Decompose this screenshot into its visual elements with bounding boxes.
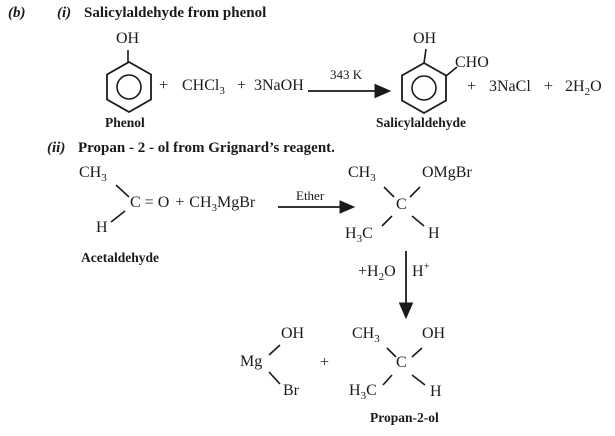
naoh-formula: 3NaOH: [254, 77, 304, 94]
propanol-carbon: C: [396, 354, 407, 371]
salicylaldehyde-oh-group: OH: [413, 30, 437, 47]
grignard-formula: CH3MgBr: [189, 194, 256, 215]
propanol-h3c-bond: [382, 374, 393, 386]
plus-sign: +: [467, 78, 477, 95]
propanol-ch3-group: CH3: [352, 325, 380, 346]
salicylaldehyde-cho-group: CHO: [455, 54, 489, 71]
item-ii-label: (ii): [47, 140, 66, 156]
salicylaldehyde-ring-circle: [411, 75, 437, 101]
nacl-formula: 3NaCl: [489, 78, 531, 95]
propanol-oh-group: OH: [422, 325, 446, 342]
adduct-ch3-group: CH3: [348, 164, 376, 185]
propanol-h-bond: [411, 374, 426, 386]
mg-salt-oh-group: OH: [281, 325, 305, 342]
acetaldehyde-name: Acetaldehyde: [81, 250, 159, 265]
propanol-name: Propan-2-ol: [370, 410, 439, 425]
adduct-h3c-group: H3C: [345, 225, 373, 246]
reaction2-arrow-head: [339, 200, 356, 214]
salicylaldehyde-ring: [401, 61, 447, 115]
salicylaldehyde-oh-bond: [423, 48, 427, 64]
carbonyl-oxygen: O: [157, 194, 170, 211]
propanol-h-atom: H: [430, 383, 442, 400]
adduct-carbon: C: [396, 196, 407, 213]
chloroform-formula: CHCl3: [182, 77, 225, 98]
reaction1-condition: 343 K: [330, 67, 363, 82]
acetaldehyde-carbonyl-row: C=O +CH3MgBr: [130, 194, 256, 215]
hydrolysis-acid-label: H+: [412, 260, 430, 280]
hydrolysis-water-label: +H2O: [358, 263, 396, 284]
propanol-oh-bond: [411, 347, 423, 358]
adduct-ch3-bond: [383, 186, 395, 198]
acetaldehyde-ch3-bond: [115, 184, 130, 198]
adduct-h-bond: [411, 215, 425, 227]
hydrolysis-arrow-head: [398, 302, 414, 320]
double-bond-sign: =: [144, 194, 154, 211]
plus-sign: +: [175, 194, 185, 211]
mg-br-bond: [268, 371, 281, 385]
adduct-h3c-bond: [381, 215, 393, 227]
plus-sign: +: [237, 77, 247, 94]
phenol-name: Phenol: [105, 115, 145, 130]
propanol-h3c-group: H3C: [349, 382, 377, 403]
salicylaldehyde-name: Salicylaldehyde: [376, 115, 467, 130]
reaction2-condition: Ether: [296, 188, 325, 203]
salicylaldehyde-cho-bond: [445, 66, 458, 77]
water-formula: 2H2O: [565, 78, 602, 99]
part-label: (b): [8, 5, 26, 21]
adduct-omgbr-bond: [409, 186, 421, 198]
carbonyl-carbon: C: [130, 194, 141, 211]
adduct-omgbr-group: OMgBr: [422, 164, 472, 181]
acetaldehyde-ch3-group: CH3: [79, 164, 107, 185]
acetaldehyde-h-atom: H: [96, 219, 108, 236]
adduct-h-atom: H: [428, 225, 440, 242]
phenol-ring: [106, 60, 152, 114]
reaction1-arrow-head: [374, 83, 392, 99]
item-ii-title: Propan - 2 - ol from Grignard’s reagent.: [78, 140, 335, 156]
mg-oh-bond: [268, 344, 281, 356]
plus-sign: +: [544, 78, 554, 95]
acetaldehyde-h-bond: [110, 210, 126, 223]
item-i-title: Salicylaldehyde from phenol: [84, 5, 267, 21]
mg-atom: Mg: [240, 353, 263, 370]
plus-sign: +: [320, 354, 330, 371]
phenol-ring-circle: [116, 74, 142, 100]
propanol-ch3-bond: [386, 347, 397, 358]
item-i-label: (i): [57, 5, 72, 21]
phenol-oh-group: OH: [116, 30, 140, 47]
plus-sign: +: [159, 77, 169, 94]
mg-salt-br-group: Br: [283, 382, 299, 399]
